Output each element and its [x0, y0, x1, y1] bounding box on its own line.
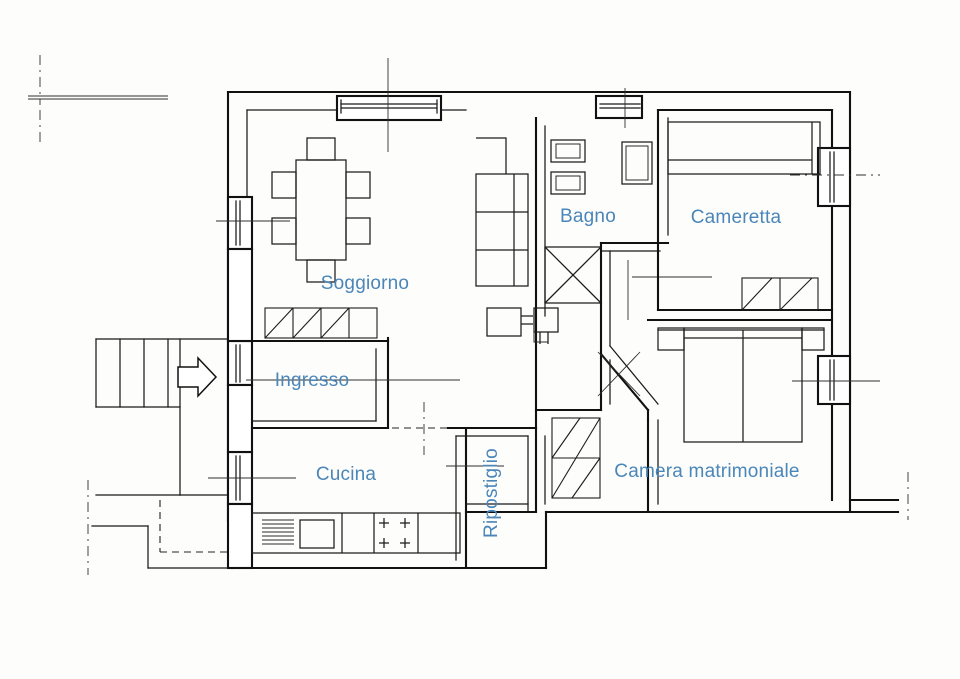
window-left-ingresso: [226, 339, 254, 387]
side-table: [486, 307, 533, 337]
room-label-soggiorno: Soggiorno: [321, 273, 409, 294]
window-right-cameretta: [816, 146, 852, 208]
dimension-axis-group-topleft: [28, 55, 168, 145]
window-right-camera: [816, 354, 852, 406]
cucina-cooktop: [379, 518, 410, 548]
camera-walls: [646, 318, 834, 514]
bagno-walls: [534, 241, 670, 412]
bagno-fixtures: [550, 139, 653, 195]
room-label-cameretta: Cameretta: [691, 207, 782, 228]
camera-nightstands: [657, 327, 825, 351]
corridor-stairs: [551, 417, 601, 499]
cucina-walls: [392, 402, 468, 570]
window-top-right: [594, 94, 644, 120]
cucina-counter: [251, 512, 461, 554]
sofa: [475, 137, 529, 287]
entrance-arrow: [177, 356, 218, 398]
left-wall-blocks: [226, 247, 254, 570]
ingresso-walls: [250, 339, 390, 430]
cucina-sink: [262, 519, 335, 549]
room-label-ripostiglio: Ripostiglio: [481, 448, 502, 538]
dining-chairs: [271, 137, 371, 283]
room-label-ingresso: Ingresso: [275, 370, 349, 391]
ripostiglio-walls: [464, 426, 538, 514]
interior-stairs-soggiorno: [264, 307, 378, 339]
room-label-cucina: Cucina: [316, 464, 377, 485]
cameretta-wardrobe: [741, 277, 819, 311]
room-label-bagno: Bagno: [560, 206, 616, 227]
bagno-washbasin: [533, 307, 559, 344]
central-partition: [534, 116, 546, 514]
exterior-entry-stairs: [95, 338, 229, 496]
window-top-left: [335, 94, 443, 122]
camera-double-bed: [683, 327, 803, 443]
cameretta-bed: [667, 121, 821, 175]
room-label-camera-matrimoniale: Camera matrimoniale: [614, 461, 799, 482]
door-swing-diagonal: [597, 351, 641, 397]
window-left-soggiorno: [226, 195, 254, 251]
exterior-lower-outline: [87, 480, 233, 575]
